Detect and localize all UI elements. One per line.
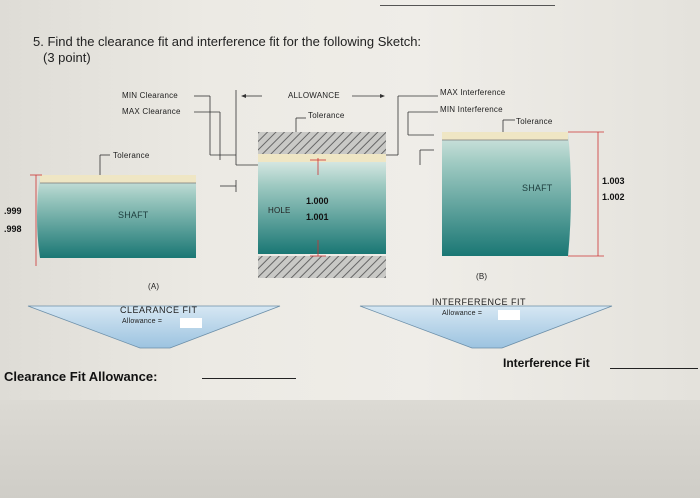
clearance-allowance-label: Allowance = xyxy=(122,318,163,325)
hole-bottom-hatch xyxy=(258,256,386,278)
interference-answer-line[interactable] xyxy=(610,368,698,369)
clearance-arrow xyxy=(27,305,281,349)
interference-fit-title: INTERFERENCE FIT xyxy=(432,297,527,307)
top-rule xyxy=(380,5,555,6)
hole-tolerance-band xyxy=(258,154,386,162)
hole-dim-bottom: 1.001 xyxy=(306,212,329,222)
clearance-answer-line[interactable] xyxy=(202,378,296,379)
hole-top-hatch xyxy=(258,132,386,154)
center-tolerance-label: Tolerance xyxy=(308,111,345,120)
left-tolerance-label: Tolerance xyxy=(113,151,150,160)
shaft-b-dim-bottom: 1.002 xyxy=(602,192,625,202)
caption-b: (B) xyxy=(476,272,488,281)
hole-body xyxy=(258,162,386,254)
page-shadow xyxy=(0,400,700,498)
question-points: (3 point) xyxy=(43,50,91,65)
shaft-a-dim-top: .999 xyxy=(4,206,22,216)
min-interference-label: MIN Interference xyxy=(440,105,503,114)
shaft-a-dim-bottom: .998 xyxy=(4,224,22,234)
clearance-answer-label: Clearance Fit Allowance: xyxy=(4,369,158,384)
shaft-b-tolerance-band xyxy=(442,132,568,140)
right-tolerance-label: Tolerance xyxy=(516,117,553,126)
min-clearance-label: MIN Clearance xyxy=(122,91,178,100)
hole-dim-top: 1.000 xyxy=(306,196,329,206)
allowance-label: ALLOWANCE xyxy=(288,91,340,100)
shaft-a-tolerance-band xyxy=(40,175,196,183)
max-interference-label: MAX Interference xyxy=(440,88,506,97)
question-title: 5. Find the clearance fit and interferen… xyxy=(33,34,422,49)
clearance-fit-title: CLEARANCE FIT xyxy=(120,305,198,315)
max-clearance-label: MAX Clearance xyxy=(122,107,181,116)
interference-arrow xyxy=(359,305,613,349)
interference-answer-label: Interference Fit xyxy=(503,356,590,370)
shaft-a-label: SHAFT xyxy=(118,210,149,220)
hole-label: HOLE xyxy=(268,206,291,215)
shaft-b xyxy=(442,132,571,256)
caption-a: (A) xyxy=(148,282,160,291)
interference-allowance-label: Allowance = xyxy=(442,310,483,317)
shaft-a xyxy=(37,175,196,258)
shaft-b-label: SHAFT xyxy=(522,183,553,193)
shaft-b-dim-top: 1.003 xyxy=(602,176,625,186)
